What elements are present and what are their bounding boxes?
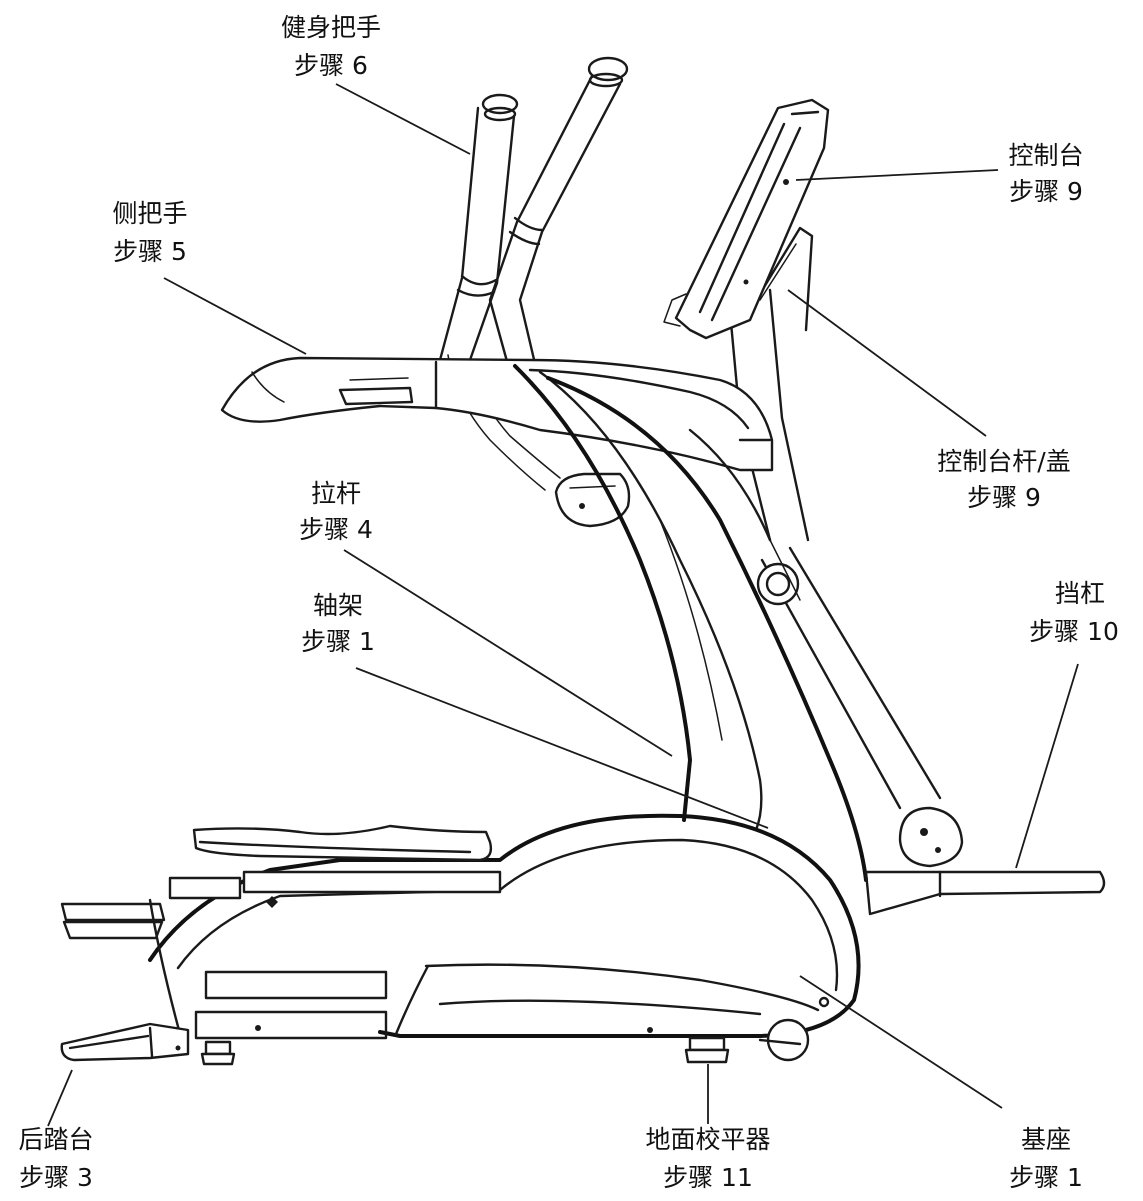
stop-bar xyxy=(864,870,1106,916)
callout-pull-rod: 拉杆 步骤 4 xyxy=(299,479,373,544)
fitness-handle-label: 健身把手 xyxy=(281,13,381,42)
leader-fitness-handle xyxy=(335,83,471,155)
leader-rear-platform xyxy=(47,1069,73,1127)
base-step: 步骤 1 xyxy=(1009,1163,1083,1192)
axle-frame xyxy=(513,364,868,882)
callout-console: 控制台 步骤 9 xyxy=(1008,141,1083,206)
side-handle-step: 步骤 5 xyxy=(113,237,187,266)
axle-frame-step: 步骤 1 xyxy=(301,627,375,656)
leader-pull-rod xyxy=(343,549,673,757)
elliptical-machine-drawing xyxy=(60,56,1106,1066)
stop-bar-step: 步骤 10 xyxy=(1029,617,1119,646)
fitness-handle-step: 步骤 6 xyxy=(294,51,368,80)
console-label: 控制台 xyxy=(1008,141,1083,170)
base xyxy=(148,813,861,1062)
pivot-clamp xyxy=(554,472,631,528)
base-label: 基座 xyxy=(1021,1125,1071,1154)
callout-fitness-handle: 健身把手 步骤 6 xyxy=(281,13,381,80)
pull-rod-label: 拉杆 xyxy=(311,479,361,508)
floor-leveler-step: 步骤 11 xyxy=(663,1163,753,1192)
leader-console xyxy=(795,169,999,181)
floor-leveler-front xyxy=(684,1036,730,1064)
callout-side-handle: 侧把手 步骤 5 xyxy=(112,199,187,266)
console xyxy=(663,98,830,340)
side-handle-label: 侧把手 xyxy=(112,199,187,228)
floor-leveler-label: 地面校平器 xyxy=(645,1125,770,1154)
leader-stop-bar xyxy=(1015,663,1079,869)
callout-stop-bar: 挡杠 步骤 10 xyxy=(1029,579,1119,646)
rear-platform xyxy=(60,1022,190,1062)
console-mast-step: 步骤 9 xyxy=(967,483,1041,512)
pull-rod-step: 步骤 4 xyxy=(299,515,373,544)
side-handle xyxy=(220,356,774,472)
callout-axle-frame: 轴架 步骤 1 xyxy=(301,591,375,656)
pedal-upper xyxy=(168,824,502,908)
callout-floor-leveler: 地面校平器 步骤 11 xyxy=(645,1125,770,1192)
stop-bar-label: 挡杠 xyxy=(1055,579,1105,608)
callout-console-mast: 控制台杆/盖 步骤 9 xyxy=(937,447,1070,512)
fitness-handle-right xyxy=(488,56,629,370)
callout-rear-platform: 后踏台 步骤 3 xyxy=(18,1125,93,1192)
leader-side-handle xyxy=(163,277,307,355)
floor-leveler-rear xyxy=(200,1040,236,1066)
pull-rod xyxy=(756,539,964,868)
console-step: 步骤 9 xyxy=(1009,177,1083,206)
leader-lines xyxy=(47,83,1079,1127)
callout-base: 基座 步骤 1 xyxy=(1009,1125,1083,1192)
pedal-lower xyxy=(60,898,182,1036)
leader-axle-frame xyxy=(355,667,769,829)
leader-console-mast xyxy=(787,289,987,437)
rear-platform-step: 步骤 3 xyxy=(19,1163,93,1192)
leader-base xyxy=(799,975,1003,1109)
console-mast-label: 控制台杆/盖 xyxy=(937,447,1070,476)
rear-platform-label: 后踏台 xyxy=(18,1125,93,1154)
axle-frame-label: 轴架 xyxy=(313,591,363,620)
